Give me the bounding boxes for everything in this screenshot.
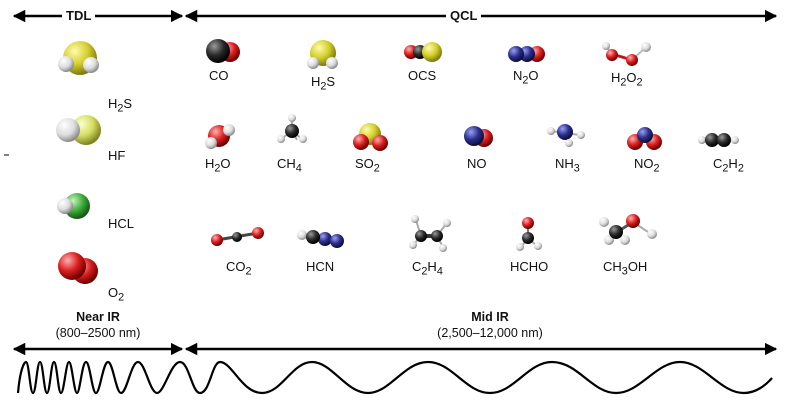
c2h4-label: C2H4 [412, 259, 443, 278]
h2s-left-label: H2S [108, 96, 133, 115]
c2h2-label: C2H2 [713, 156, 744, 175]
ir-wave [16, 360, 773, 395]
ocs-label: OCS [408, 68, 437, 83]
h2o-label: H2O [205, 156, 231, 175]
ch3oh-molecule [599, 214, 657, 245]
n2o-label: N2O [513, 68, 539, 87]
co-molecule [206, 39, 240, 63]
no2-label: NO2 [634, 156, 660, 175]
ch3oh-label: CH3OH [603, 259, 648, 278]
h2s-molecule [307, 40, 338, 69]
mid-ir-range: (2,500–12,000 nm) [437, 326, 543, 340]
h2o2-molecule [602, 42, 651, 66]
h2s-left-molecule [58, 41, 99, 75]
hcl-label: HCL [108, 216, 135, 231]
hcn-label: HCN [306, 259, 335, 274]
h2s-label: H2S [311, 74, 336, 93]
ch4-molecule [277, 114, 307, 143]
h2o2-label: H2O2 [611, 70, 643, 89]
co2-molecule [211, 227, 264, 246]
nh3-molecule [547, 124, 585, 147]
no-molecule [464, 126, 493, 147]
qcl-label: QCL [446, 8, 482, 23]
co2-label: CO2 [226, 259, 252, 278]
so2-label: SO2 [355, 156, 380, 175]
c2h2-molecule [698, 133, 739, 147]
ch4-label: CH4 [277, 156, 302, 175]
mid-ir-title: Mid IR [471, 310, 509, 324]
hcl-molecule [57, 193, 90, 219]
o2-label: O2 [108, 285, 125, 304]
h2o-molecule [205, 124, 235, 149]
near-ir-title: Near IR [76, 310, 120, 324]
tdl-label: TDL [62, 8, 96, 23]
co-label: CO [209, 68, 229, 83]
hcn-molecule [297, 230, 344, 248]
near-ir-range: (800–2500 nm) [55, 326, 141, 340]
hf-label: HF [108, 148, 126, 163]
mid-ir-region: Mid IR (2,500–12,000 nm) [420, 309, 560, 341]
o2-molecule [58, 252, 98, 284]
hcho-molecule [516, 217, 542, 251]
hcho-label: HCHO [510, 259, 549, 274]
so2-molecule [353, 123, 388, 151]
hf-molecule [56, 115, 101, 145]
nh3-label: NH3 [555, 156, 580, 175]
c2h4-molecule [409, 215, 451, 252]
no-label: NO [467, 156, 487, 171]
no2-molecule [627, 127, 662, 150]
near-ir-region: Near IR (800–2500 nm) [38, 309, 158, 341]
ocs-molecule [404, 42, 442, 62]
n2o-molecule [508, 46, 545, 62]
